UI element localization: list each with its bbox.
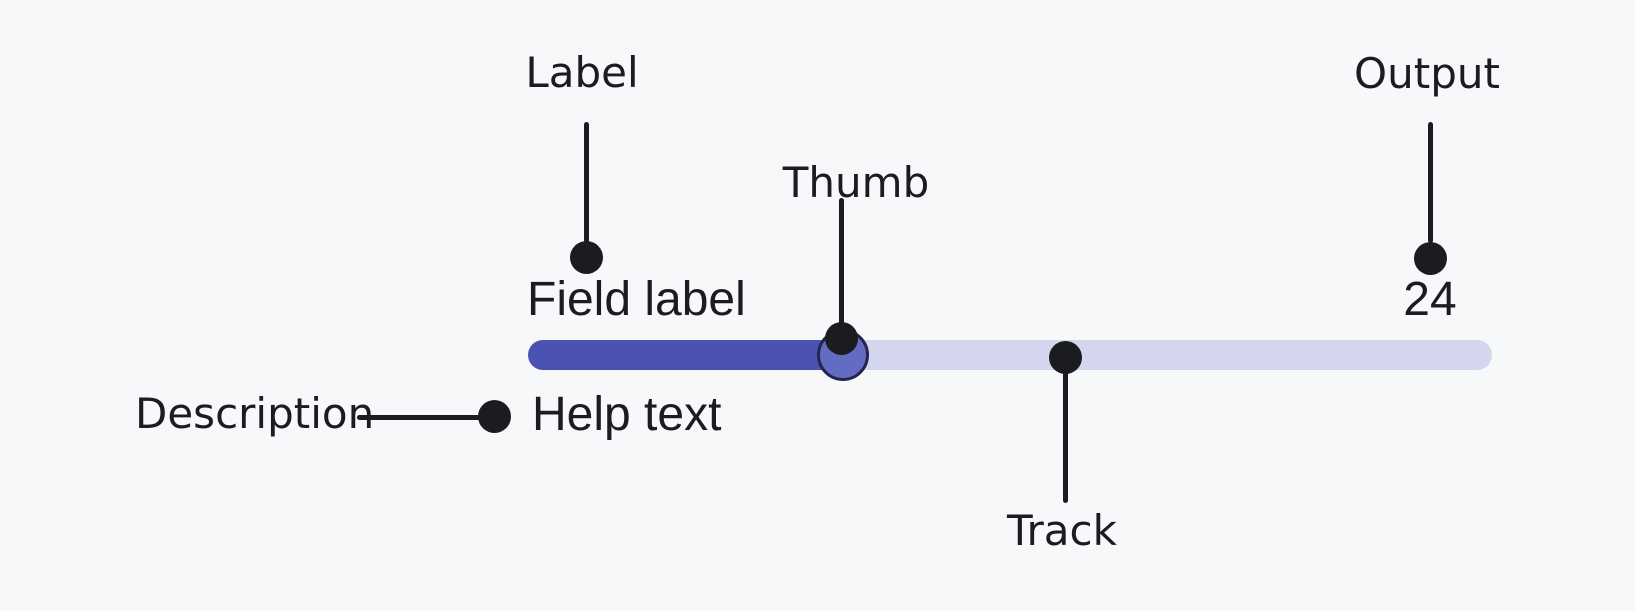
annotation-output: Output bbox=[1354, 49, 1500, 98]
annotation-description-line bbox=[357, 415, 480, 420]
annotation-track-dot bbox=[1049, 341, 1082, 374]
annotation-thumb-dot bbox=[825, 322, 858, 355]
annotation-thumb-line bbox=[839, 198, 844, 326]
annotation-thumb: Thumb bbox=[782, 158, 930, 207]
annotation-output-dot bbox=[1414, 242, 1447, 275]
slider-track[interactable] bbox=[528, 329, 1492, 381]
annotation-track: Track bbox=[1007, 506, 1117, 555]
annotation-label: Label bbox=[525, 48, 639, 97]
slider-track-fill bbox=[528, 340, 844, 370]
annotation-description-dot bbox=[478, 400, 511, 433]
help-text: Help text bbox=[532, 388, 722, 441]
field-label: Field label bbox=[527, 273, 746, 326]
annotation-label-line bbox=[584, 122, 589, 243]
annotation-output-line bbox=[1428, 122, 1433, 243]
annotation-description: Description bbox=[135, 389, 375, 438]
annotation-track-line bbox=[1063, 372, 1068, 503]
annotation-label-dot bbox=[570, 241, 603, 274]
output-value: 24 bbox=[1403, 273, 1457, 326]
